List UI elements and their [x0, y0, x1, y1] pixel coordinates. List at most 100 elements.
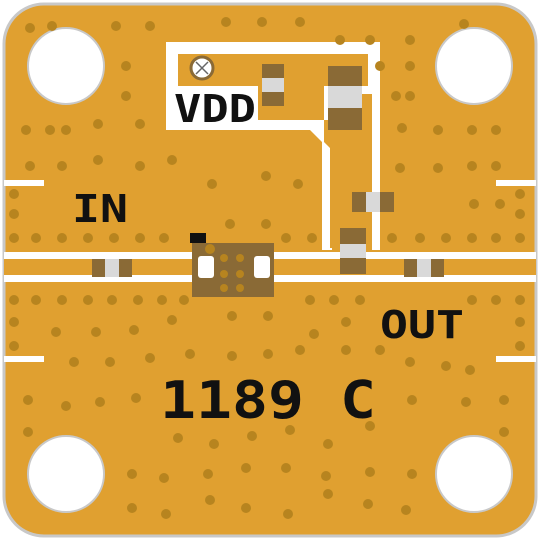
via-121: [127, 503, 137, 513]
edge-slot-left-bottom: [4, 356, 44, 362]
via-23: [25, 161, 35, 171]
via-19: [45, 125, 55, 135]
via-63: [31, 295, 41, 305]
via-43: [57, 233, 67, 243]
input-label: IN: [72, 187, 128, 231]
via-111: [461, 397, 471, 407]
via-17: [391, 91, 401, 101]
via-107: [285, 425, 295, 435]
mounting-hole-bottom-right: [435, 435, 513, 513]
via-45: [109, 233, 119, 243]
capacitor-c3: [352, 192, 394, 212]
via-25: [93, 155, 103, 165]
via-31: [467, 125, 477, 135]
via-49: [261, 219, 271, 229]
via-37: [467, 161, 477, 171]
via-124: [241, 503, 251, 513]
via-13: [121, 91, 131, 101]
screw-terminal-icon: [189, 55, 215, 81]
via-66: [107, 295, 117, 305]
via-1: [25, 23, 35, 33]
vdd-label-area: [178, 86, 258, 116]
via-59: [515, 233, 525, 243]
via-130: [499, 427, 509, 437]
via-95: [227, 351, 237, 361]
via-6: [257, 17, 267, 27]
part-number-label: 1189 C: [160, 371, 376, 431]
vdd-bias-network: [166, 42, 380, 250]
mounting-hole-bottom-left: [27, 435, 105, 513]
via-69: [179, 295, 189, 305]
via-78: [515, 317, 525, 327]
via-109: [365, 421, 375, 431]
via-30: [293, 179, 303, 189]
via-104: [173, 433, 183, 443]
via-77: [9, 341, 19, 351]
via-67: [133, 295, 143, 305]
via-106: [247, 431, 257, 441]
capacitor-c4: [340, 228, 366, 274]
edge-slot-right-top: [496, 180, 536, 186]
via-50: [281, 233, 291, 243]
via-86: [309, 329, 319, 339]
via-99: [375, 345, 385, 355]
via-129: [23, 427, 33, 437]
via-51: [307, 233, 317, 243]
via-96: [263, 349, 273, 359]
via-70: [305, 295, 315, 305]
via-20: [61, 125, 71, 135]
pin-one-marker-icon: [190, 233, 206, 243]
via-40: [9, 209, 19, 219]
via-73: [467, 295, 477, 305]
via-114: [159, 473, 169, 483]
via-22: [135, 119, 145, 129]
via-80: [51, 327, 61, 337]
via-36: [433, 163, 443, 173]
via-71: [329, 295, 339, 305]
output-label: OUT: [380, 303, 464, 347]
via-47: [159, 233, 169, 243]
via-120: [407, 469, 417, 479]
via-11: [459, 19, 469, 29]
via-27: [167, 155, 177, 165]
via-3: [111, 21, 121, 31]
via-68: [157, 295, 167, 305]
via-113: [127, 469, 137, 479]
via-74: [491, 295, 501, 305]
via-75: [515, 295, 525, 305]
edge-slot-left-top: [4, 180, 44, 186]
via-125: [283, 509, 293, 519]
via-57: [515, 189, 525, 199]
via-117: [281, 463, 291, 473]
via-88: [405, 357, 415, 367]
via-94: [185, 349, 195, 359]
via-128: [401, 505, 411, 515]
mounting-holes: [27, 27, 513, 513]
via-61: [495, 199, 505, 209]
via-62: [9, 295, 19, 305]
via-60: [469, 199, 479, 209]
via-52: [387, 233, 397, 243]
via-53: [415, 233, 425, 243]
via-83: [167, 315, 177, 325]
via-118: [321, 471, 331, 481]
via-64: [57, 295, 67, 305]
via-5: [221, 17, 231, 27]
via-115: [203, 469, 213, 479]
via-101: [61, 401, 71, 411]
via-41: [9, 233, 19, 243]
via-112: [499, 395, 509, 405]
via-85: [263, 311, 273, 321]
via-54: [441, 233, 451, 243]
via-79: [515, 341, 525, 351]
via-123: [205, 495, 215, 505]
via-90: [465, 365, 475, 375]
via-93: [145, 353, 155, 363]
amplifier-ic: [190, 233, 274, 297]
via-81: [91, 327, 101, 337]
via-33: [397, 123, 407, 133]
via-127: [363, 499, 373, 509]
via-122: [161, 509, 171, 519]
via-89: [441, 361, 451, 371]
